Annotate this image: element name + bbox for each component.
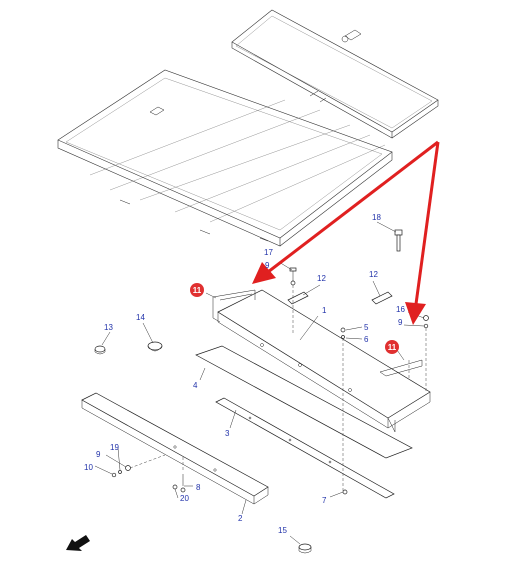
sheet-part-4 xyxy=(195,345,413,459)
rear-grate-assembly xyxy=(231,9,439,139)
highlight-arrows xyxy=(252,140,440,325)
callout-11-left: 11 xyxy=(190,283,204,297)
fastener-part-8-20 xyxy=(172,474,186,493)
label-part-8: 8 xyxy=(196,483,201,492)
label-part-12-right: 12 xyxy=(369,270,378,279)
label-part-14: 14 xyxy=(136,313,145,322)
label-part-7: 7 xyxy=(322,496,327,505)
label-part-4: 4 xyxy=(193,381,198,390)
callout-11-right: 11 xyxy=(385,340,399,354)
fastener-part-16 xyxy=(423,315,429,329)
callout-label: 11 xyxy=(193,286,202,295)
bolt-part-17 xyxy=(289,267,297,286)
label-part-9-top: 9 xyxy=(265,261,270,270)
fastener-part-5-6 xyxy=(340,327,346,339)
label-part-2: 2 xyxy=(238,514,243,523)
label-part-17: 17 xyxy=(264,248,273,257)
callout-label: 11 xyxy=(388,343,397,352)
part-labels: 1 2 3 4 5 6 7 8 9 9 9 10 12 12 13 14 15 … xyxy=(84,213,405,535)
label-part-3: 3 xyxy=(225,429,230,438)
front-grate-assembly xyxy=(57,69,393,247)
black-arrow-icon xyxy=(66,535,90,551)
label-part-6: 6 xyxy=(364,335,369,344)
fastener-part-7 xyxy=(342,489,348,495)
nut-part-15 xyxy=(298,543,312,554)
nut-part-13 xyxy=(94,345,106,355)
label-part-18: 18 xyxy=(372,213,381,222)
label-part-5: 5 xyxy=(364,323,369,332)
red-arrow-head-down-icon xyxy=(405,302,426,325)
fastener-part-9-10-19 xyxy=(111,465,131,478)
label-part-19: 19 xyxy=(110,443,119,452)
angle-channel-part-2 xyxy=(81,392,269,505)
assembly-lines xyxy=(129,285,427,492)
strip-part-3 xyxy=(215,397,395,499)
bracket-part-12-right xyxy=(371,291,393,305)
label-part-9-right: 9 xyxy=(398,318,403,327)
red-arrow-head-left-icon xyxy=(252,262,276,284)
label-part-20: 20 xyxy=(180,494,189,503)
label-part-15: 15 xyxy=(278,526,287,535)
main-pan-part-1 xyxy=(212,289,431,433)
label-part-12-left: 12 xyxy=(317,274,326,283)
label-part-1: 1 xyxy=(322,306,327,315)
label-part-13: 13 xyxy=(104,323,113,332)
label-part-16: 16 xyxy=(396,305,405,314)
label-part-9-left: 9 xyxy=(96,450,101,459)
clip-part-14 xyxy=(147,341,163,352)
bolt-part-18 xyxy=(394,229,403,252)
label-part-10: 10 xyxy=(84,463,93,472)
